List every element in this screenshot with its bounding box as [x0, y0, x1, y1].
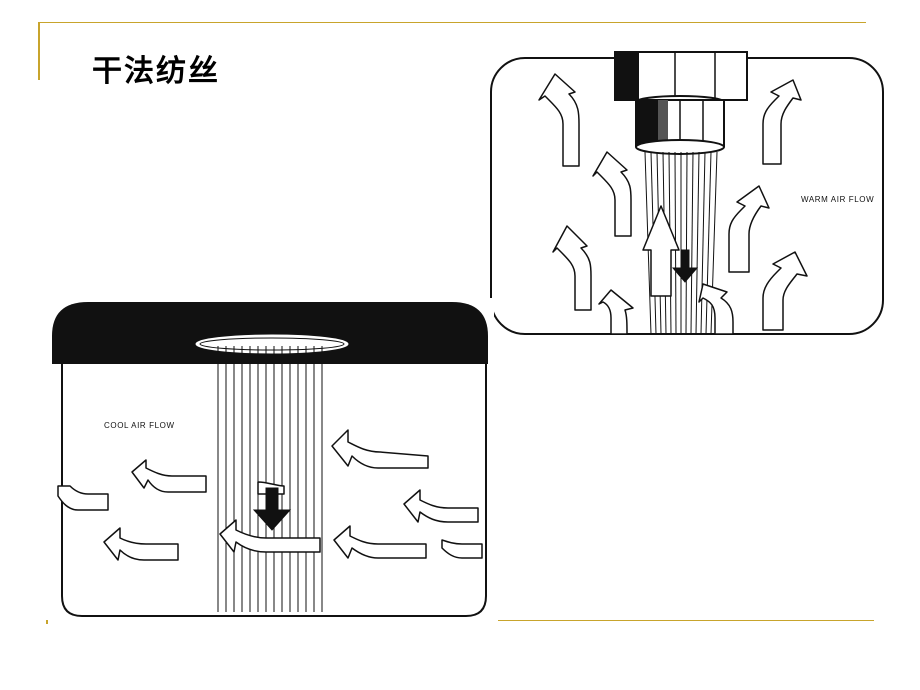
- warm-air-flow-diagram: WARM AIR FLOW: [490, 51, 884, 335]
- bottom-left-tick: [46, 620, 48, 624]
- down-arrow-icon: [252, 487, 292, 531]
- down-arrow-icon: [671, 249, 699, 283]
- bottom-divider-line: [498, 620, 874, 621]
- top-divider-line: [38, 22, 866, 23]
- left-accent-line: [38, 22, 40, 80]
- slide-title: 干法纺丝: [92, 54, 220, 89]
- warm-air-flow-label: WARM AIR FLOW: [801, 195, 874, 204]
- cool-air-flow-label: COOL AIR FLOW: [104, 421, 175, 430]
- cool-air-flow-diagram: COOL AIR FLOW: [52, 298, 494, 628]
